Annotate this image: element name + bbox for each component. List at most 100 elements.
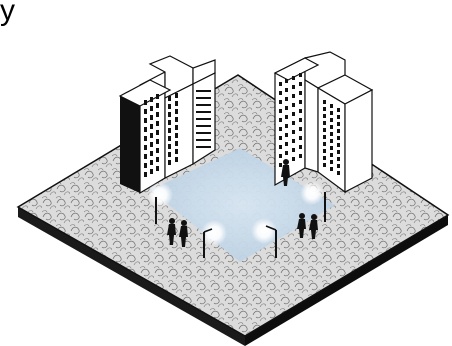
window — [196, 118, 211, 120]
window — [337, 136, 340, 140]
window — [330, 111, 333, 115]
window — [337, 150, 340, 154]
window — [323, 114, 326, 118]
window — [196, 132, 211, 134]
window — [168, 136, 171, 141]
window — [279, 136, 282, 140]
window — [279, 91, 282, 95]
window — [299, 73, 302, 77]
window — [299, 154, 302, 158]
window — [323, 121, 326, 125]
window — [175, 149, 178, 154]
window — [337, 164, 340, 168]
window — [292, 85, 295, 89]
window — [279, 154, 282, 158]
window — [292, 121, 295, 125]
window — [196, 111, 211, 113]
window — [292, 130, 295, 134]
window — [175, 133, 178, 138]
window — [196, 146, 211, 148]
window — [168, 160, 171, 165]
window — [196, 104, 211, 106]
window — [144, 100, 147, 105]
window — [156, 148, 159, 153]
window — [196, 90, 211, 92]
window — [168, 152, 171, 157]
window — [337, 115, 340, 119]
window — [285, 133, 288, 137]
window — [150, 169, 153, 174]
window — [323, 142, 326, 146]
window — [330, 125, 333, 129]
window — [330, 118, 333, 122]
window — [337, 171, 340, 175]
window — [292, 139, 295, 143]
window — [156, 103, 159, 108]
window — [156, 139, 159, 144]
window — [292, 148, 295, 152]
window — [323, 149, 326, 153]
window — [196, 125, 211, 127]
window — [175, 93, 178, 98]
window — [337, 108, 340, 112]
window — [196, 97, 211, 99]
window — [168, 96, 171, 101]
window — [196, 139, 211, 141]
window — [279, 118, 282, 122]
window — [337, 122, 340, 126]
window — [337, 143, 340, 147]
window — [292, 112, 295, 116]
window — [175, 141, 178, 146]
window — [175, 117, 178, 122]
window — [292, 103, 295, 107]
window — [168, 104, 171, 109]
window — [285, 88, 288, 92]
window — [175, 157, 178, 162]
window — [144, 109, 147, 114]
window — [279, 163, 282, 167]
window — [150, 142, 153, 147]
window — [144, 127, 147, 132]
window — [150, 160, 153, 165]
window — [168, 144, 171, 149]
window — [323, 128, 326, 132]
window — [330, 146, 333, 150]
window — [330, 153, 333, 157]
window — [330, 139, 333, 143]
window — [323, 135, 326, 139]
window — [144, 154, 147, 159]
window — [150, 97, 153, 102]
window — [285, 142, 288, 146]
window — [285, 151, 288, 155]
window — [299, 91, 302, 95]
window — [156, 166, 159, 171]
window — [299, 145, 302, 149]
window — [144, 163, 147, 168]
window — [337, 157, 340, 161]
window — [285, 115, 288, 119]
window — [330, 167, 333, 171]
window — [150, 133, 153, 138]
window — [323, 163, 326, 167]
window — [156, 121, 159, 126]
window — [299, 136, 302, 140]
window — [156, 130, 159, 135]
window — [323, 100, 326, 104]
window — [330, 132, 333, 136]
window — [150, 115, 153, 120]
window — [292, 157, 295, 161]
window — [299, 109, 302, 113]
window — [150, 106, 153, 111]
window — [285, 79, 288, 83]
window — [175, 125, 178, 130]
window — [299, 118, 302, 122]
window — [285, 124, 288, 128]
window — [279, 127, 282, 131]
window — [337, 129, 340, 133]
window — [285, 106, 288, 110]
window — [299, 127, 302, 131]
window — [150, 124, 153, 129]
window — [279, 109, 282, 113]
window — [279, 82, 282, 86]
